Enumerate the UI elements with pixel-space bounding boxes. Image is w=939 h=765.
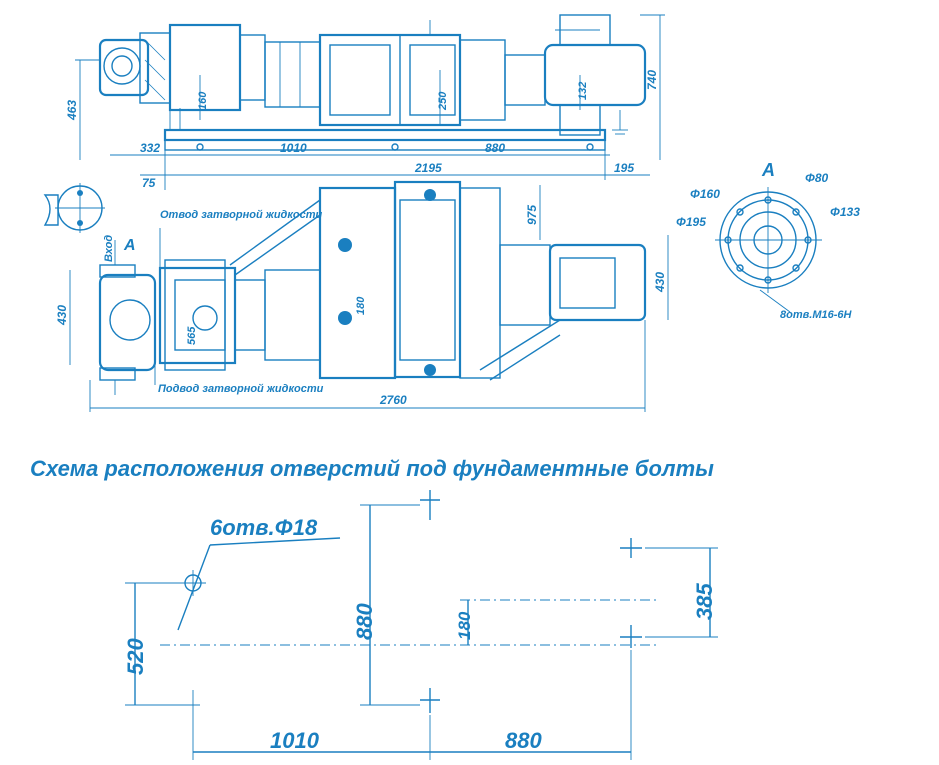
dim-880-vertical: 880 — [352, 603, 377, 640]
dim-180-plan: 180 — [355, 296, 367, 315]
view-a-holes: 8отв.М16-6Н — [780, 309, 852, 321]
dim-880-horizontal: 880 — [505, 728, 542, 753]
dim-195-side: 195 — [614, 161, 634, 175]
dim-975: 975 — [525, 205, 539, 225]
dim-1010: 1010 — [280, 141, 307, 155]
plan-view — [43, 180, 647, 395]
side-view — [98, 14, 647, 151]
view-a-title: А — [761, 160, 775, 180]
flange-detail — [43, 183, 105, 233]
dim-2195: 2195 — [414, 161, 442, 175]
dim-1010-foundation: 1010 — [270, 728, 320, 753]
dim-phi133: Φ133 — [830, 205, 860, 219]
dim-phi195: Φ195 — [676, 215, 706, 229]
foundation-scheme: 520 880 180 385 1010 880 6отв.Φ18 — [123, 490, 718, 760]
dim-180-foundation: 180 — [455, 611, 474, 640]
view-a: А Φ160 Φ80 Φ195 Φ133 8отв.М16-6Н — [676, 160, 860, 321]
pump-head-plan — [98, 273, 157, 372]
dim-phi160: Φ160 — [690, 187, 720, 201]
dim-385: 385 — [692, 583, 717, 620]
coupling-side — [264, 41, 321, 108]
motor-side — [543, 43, 647, 107]
dim-75: 75 — [142, 176, 156, 190]
dim-740: 740 — [645, 70, 659, 90]
dim-132: 132 — [577, 82, 589, 100]
dim-250: 250 — [437, 91, 449, 111]
plan-view-labels: Отвод затворной жидкости Подвод затворно… — [55, 185, 669, 412]
dim-565: 565 — [186, 326, 198, 345]
label-inlet-seal: Подвод затворной жидкости — [158, 383, 324, 395]
foundation-title: Схема расположения отверстий под фундаме… — [30, 456, 714, 481]
dim-430-left: 430 — [55, 305, 69, 326]
base-frame-side — [163, 128, 607, 142]
label-view-a-marker: А — [123, 237, 136, 254]
side-view-dimensions: 463 160 250 132 740 332 1010 880 75 2195… — [65, 14, 665, 190]
dim-332: 332 — [140, 141, 160, 155]
label-outlet-seal: Отвод затворной жидкости — [160, 209, 323, 221]
dim-880-side: 880 — [485, 141, 505, 155]
dim-2760: 2760 — [379, 393, 407, 407]
gearbox-plan — [318, 186, 397, 380]
dim-463: 463 — [65, 100, 79, 121]
holes-label: 6отв.Φ18 — [210, 515, 318, 540]
dim-160: 160 — [197, 91, 209, 110]
dim-430-right: 430 — [653, 272, 667, 293]
label-inlet: Вход — [103, 235, 115, 262]
seal-unit-plan — [158, 266, 237, 365]
dim-phi80: Φ80 — [805, 171, 829, 185]
dim-520: 520 — [123, 638, 148, 675]
pump-head-side — [98, 32, 171, 104]
motor-plan — [548, 243, 647, 322]
